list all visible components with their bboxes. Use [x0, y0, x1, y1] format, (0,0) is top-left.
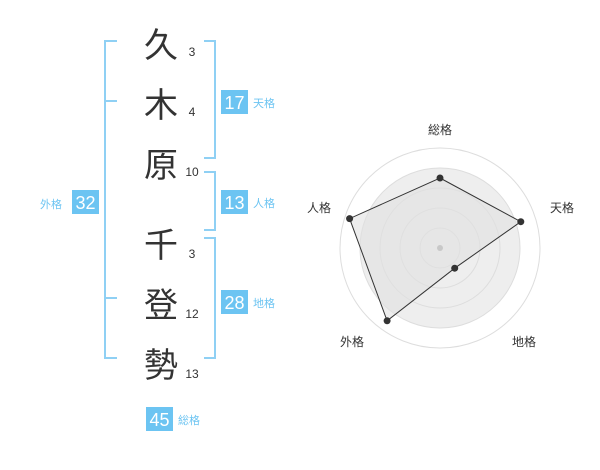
soukaku-value-box [146, 407, 173, 431]
name-char-5: 登 [144, 286, 178, 326]
stroke-counts: 3 4 10 3 12 13 [185, 45, 199, 381]
radar-label-tenkaku: 天格 [550, 200, 574, 215]
name-char-6: 勢 [144, 346, 178, 386]
chikaku-value-box [221, 290, 248, 314]
name-char-2: 木 [144, 86, 178, 126]
tenkaku-value-box [221, 90, 248, 114]
name-char-1: 久 [144, 26, 178, 66]
gaikaku-badge: 外格 32 [40, 190, 99, 214]
tenkaku-value: 17 [224, 93, 244, 113]
tenkaku-badge: 17 天格 [221, 90, 275, 114]
gaikaku-value: 32 [75, 193, 95, 213]
stroke-count-4: 3 [189, 247, 196, 261]
radar-area [348, 177, 522, 322]
radar-ring-5 [339, 147, 541, 349]
soukaku-badge: 45 総格 [146, 407, 200, 431]
radar-center-dot [437, 245, 443, 251]
radar-point-1 [436, 174, 444, 182]
gaikaku-bracket [104, 40, 117, 359]
radar-points [346, 174, 525, 325]
name-characters: 久 木 原 千 登 勢 [144, 26, 178, 386]
jinkaku-badge: 13 人格 [221, 190, 275, 214]
radar-point-4 [383, 317, 391, 325]
jinkaku-label: 人格 [253, 196, 275, 210]
jinkaku-value: 13 [224, 193, 244, 213]
soukaku-label: 総格 [178, 413, 200, 427]
name-char-3: 原 [144, 146, 178, 186]
radar-label-jinkaku: 人格 [307, 200, 331, 215]
name-char-4: 千 [144, 226, 178, 266]
jinkaku-value-box [221, 190, 248, 214]
radar-point-3 [451, 264, 459, 272]
stroke-count-5: 12 [185, 307, 199, 321]
radar-label-gaikaku: 外格 [340, 334, 364, 349]
soukaku-value: 45 [149, 410, 169, 430]
gaikaku-value-box [72, 190, 99, 214]
chikaku-label: 地格 [253, 296, 275, 310]
stroke-count-1: 3 [189, 45, 196, 59]
radar-label-chikaku: 地格 [512, 334, 536, 349]
chikaku-bracket [204, 237, 216, 359]
radar-point-5 [346, 215, 354, 223]
radar-point-2 [517, 218, 525, 226]
radar-chart: 総格 天格 地格 外格 人格 [307, 122, 574, 349]
stroke-count-2: 4 [189, 105, 196, 119]
chikaku-badge: 28 地格 [221, 290, 275, 314]
stroke-count-6: 13 [185, 367, 199, 381]
gaikaku-label: 外格 [40, 197, 62, 211]
tenkaku-bracket [204, 40, 216, 159]
tenkaku-label: 天格 [253, 96, 275, 110]
chikaku-value: 28 [224, 293, 244, 313]
jinkaku-bracket [204, 171, 216, 231]
radar-label-soukaku: 総格 [428, 122, 452, 137]
stroke-count-3: 10 [185, 165, 199, 179]
